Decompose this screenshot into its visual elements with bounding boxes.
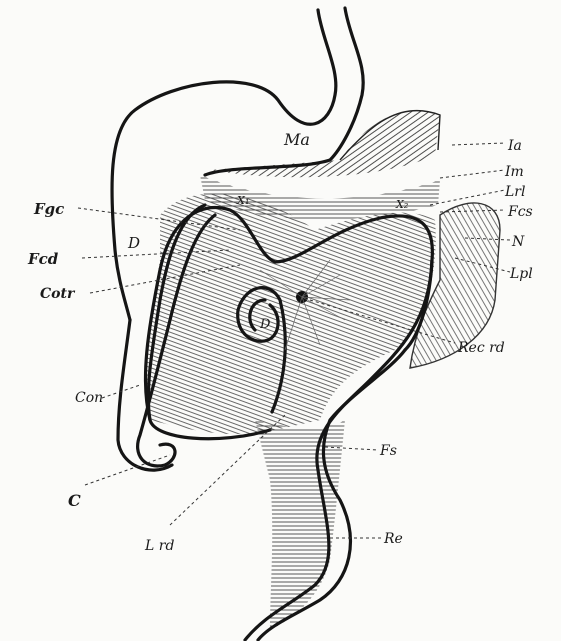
label-fs: Fs	[379, 443, 397, 459]
label-fcd: Fcd	[27, 250, 59, 268]
label-lrd: L rd	[144, 538, 174, 554]
label-ma: Ma	[283, 130, 310, 149]
label-ia: Ia	[507, 138, 522, 154]
label-fgc: Fgc	[33, 200, 64, 218]
label-im: Im	[504, 164, 524, 180]
label-c: C	[68, 491, 81, 510]
label-cotr: Cotr	[40, 286, 76, 302]
label-x1: X₁	[236, 194, 249, 207]
omentum-region	[118, 194, 436, 630]
label-lpl: Lpl	[509, 266, 533, 282]
label-x2: X₂	[395, 198, 408, 211]
label-re: Re	[383, 531, 403, 547]
label-n: N	[511, 234, 525, 250]
label-d-outer: D	[127, 234, 140, 252]
label-d-inner: D	[259, 317, 271, 332]
label-con: Con	[75, 390, 103, 406]
label-lrl: Lrl	[504, 184, 525, 200]
label-rec-rd: Rec rd	[457, 340, 505, 356]
label-fcs: Fcs	[507, 204, 533, 220]
